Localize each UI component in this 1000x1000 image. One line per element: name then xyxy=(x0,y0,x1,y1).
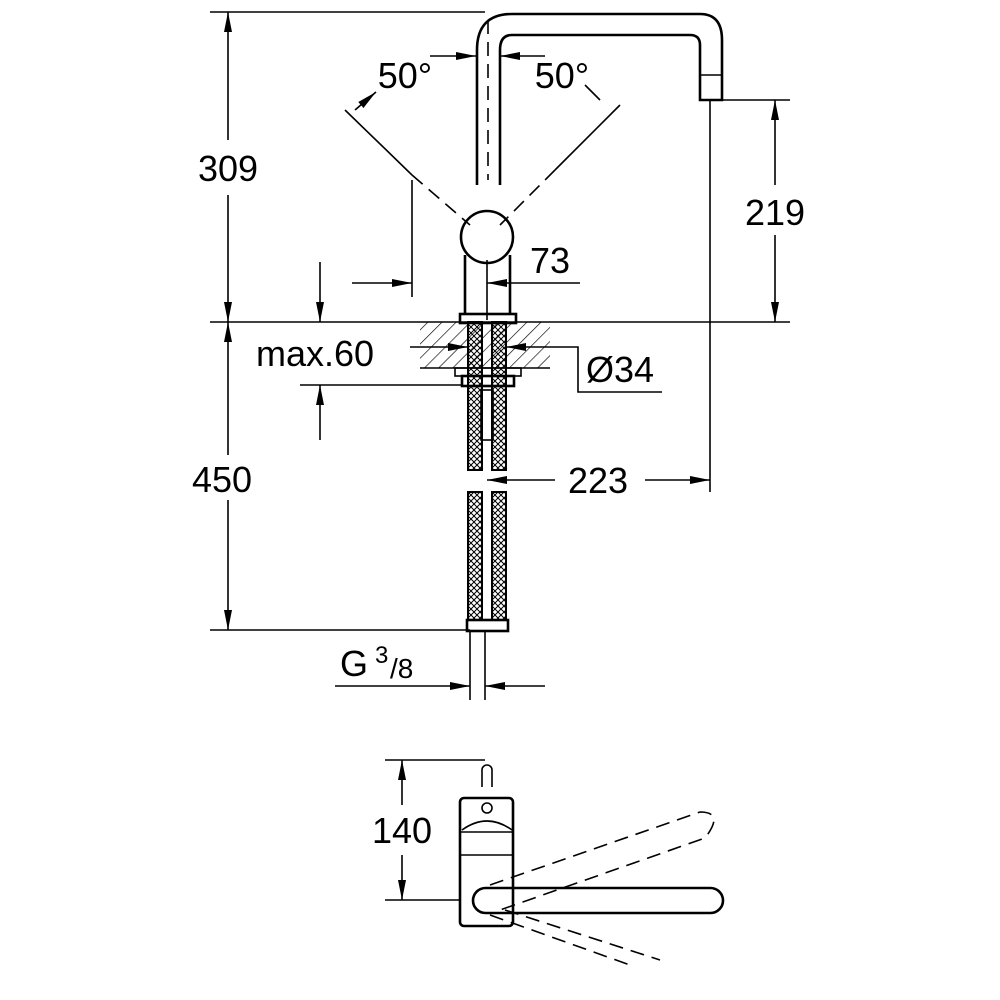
thread-label-num: 3 xyxy=(375,642,388,669)
dim-309-label: 309 xyxy=(198,148,258,189)
thread-label-den: /8 xyxy=(390,653,413,684)
dimension-450: 450 xyxy=(192,322,252,630)
diameter-34-label: Ø34 xyxy=(586,349,654,390)
dimension-thread: G 3 /8 xyxy=(335,632,545,700)
dimension-219: 219 xyxy=(745,100,805,322)
countertop-section xyxy=(420,312,550,388)
dim-219-label: 219 xyxy=(745,192,805,233)
angle-right-label: 50° xyxy=(535,55,589,96)
dimension-309: 309 xyxy=(198,12,258,322)
dim-73-label: 73 xyxy=(530,240,570,281)
max-60-label: max.60 xyxy=(256,333,374,374)
dimension-diameter-34: Ø34 xyxy=(410,343,662,393)
supply-hoses xyxy=(465,321,510,633)
dimension-223: 223 xyxy=(487,460,710,501)
reference-lines xyxy=(210,11,790,631)
dim-450-label: 450 xyxy=(192,459,252,500)
faucet-body xyxy=(459,12,724,320)
angle-left-label: 50° xyxy=(378,55,432,96)
thread-label-g: G xyxy=(340,643,368,684)
dim-140-label: 140 xyxy=(372,810,432,851)
dimension-max-60: max.60 xyxy=(256,262,462,440)
top-view: 140 xyxy=(372,759,725,966)
dim-223-label: 223 xyxy=(568,460,628,501)
dimension-handle-angle: 50° 50° xyxy=(344,52,621,226)
dimension-73: 73 xyxy=(352,180,580,297)
